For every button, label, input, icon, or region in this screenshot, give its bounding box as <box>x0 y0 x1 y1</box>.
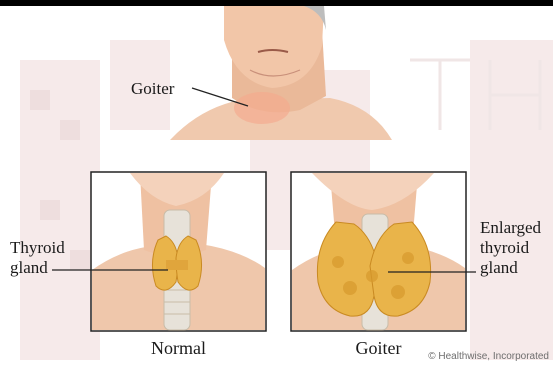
thyroid-gland-label: Thyroid gland <box>10 238 65 278</box>
top-man-figure <box>170 6 392 140</box>
enlarged-thyroid-label: Enlarged thyroid gland <box>480 218 541 278</box>
goiter-top-label: Goiter <box>131 79 174 99</box>
top-goiter-swelling <box>234 92 290 124</box>
caption-normal: Normal <box>91 338 266 359</box>
copyright-credit: © Healthwise, Incorporated <box>428 351 549 362</box>
